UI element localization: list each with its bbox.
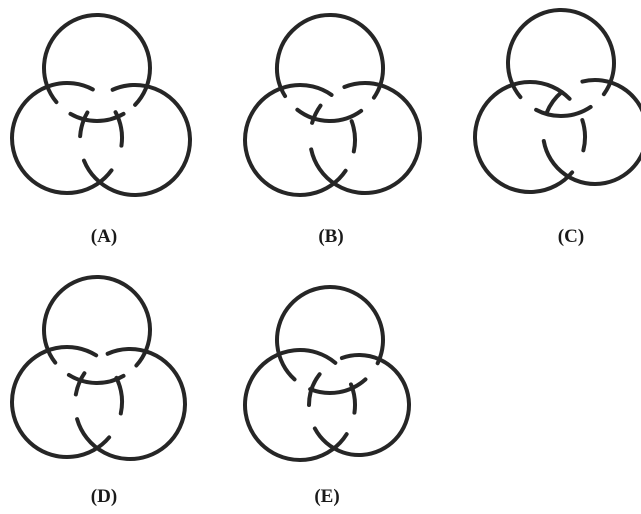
panel-e-diagram: [243, 285, 411, 462]
panel-d-label: (D): [91, 486, 117, 507]
panel-d-ring-top: [42, 275, 152, 385]
panel-b-diagram: [243, 13, 422, 197]
panel-c-ring-top: [506, 8, 616, 118]
panel-e-ring-left: [243, 348, 357, 462]
panel-e-label: (E): [314, 486, 339, 507]
panel-b-ring-left: [243, 83, 357, 197]
panel-e-ring-top: [275, 285, 385, 395]
panel-c-label: (C): [558, 226, 584, 247]
panel-c-ring-right: [541, 78, 641, 186]
panel-d-ring-right: [73, 347, 187, 461]
panel-a-ring-left: [10, 81, 124, 195]
panel-a-ring-top: [42, 13, 152, 123]
panel-b-label: (B): [318, 226, 343, 247]
panel-c-diagram: [473, 8, 641, 194]
panel-d-ring-left: [10, 345, 124, 459]
panel-b-ring-right: [309, 81, 422, 195]
panel-a-label: (A): [91, 226, 117, 247]
panel-a-ring-right: [78, 83, 192, 197]
panel-d-diagram: [10, 275, 187, 461]
panel-e-ring-right: [307, 353, 411, 457]
panel-c-ring-left: [473, 80, 587, 194]
panel-a-diagram: [10, 13, 192, 197]
panel-b-ring-top: [275, 13, 385, 123]
